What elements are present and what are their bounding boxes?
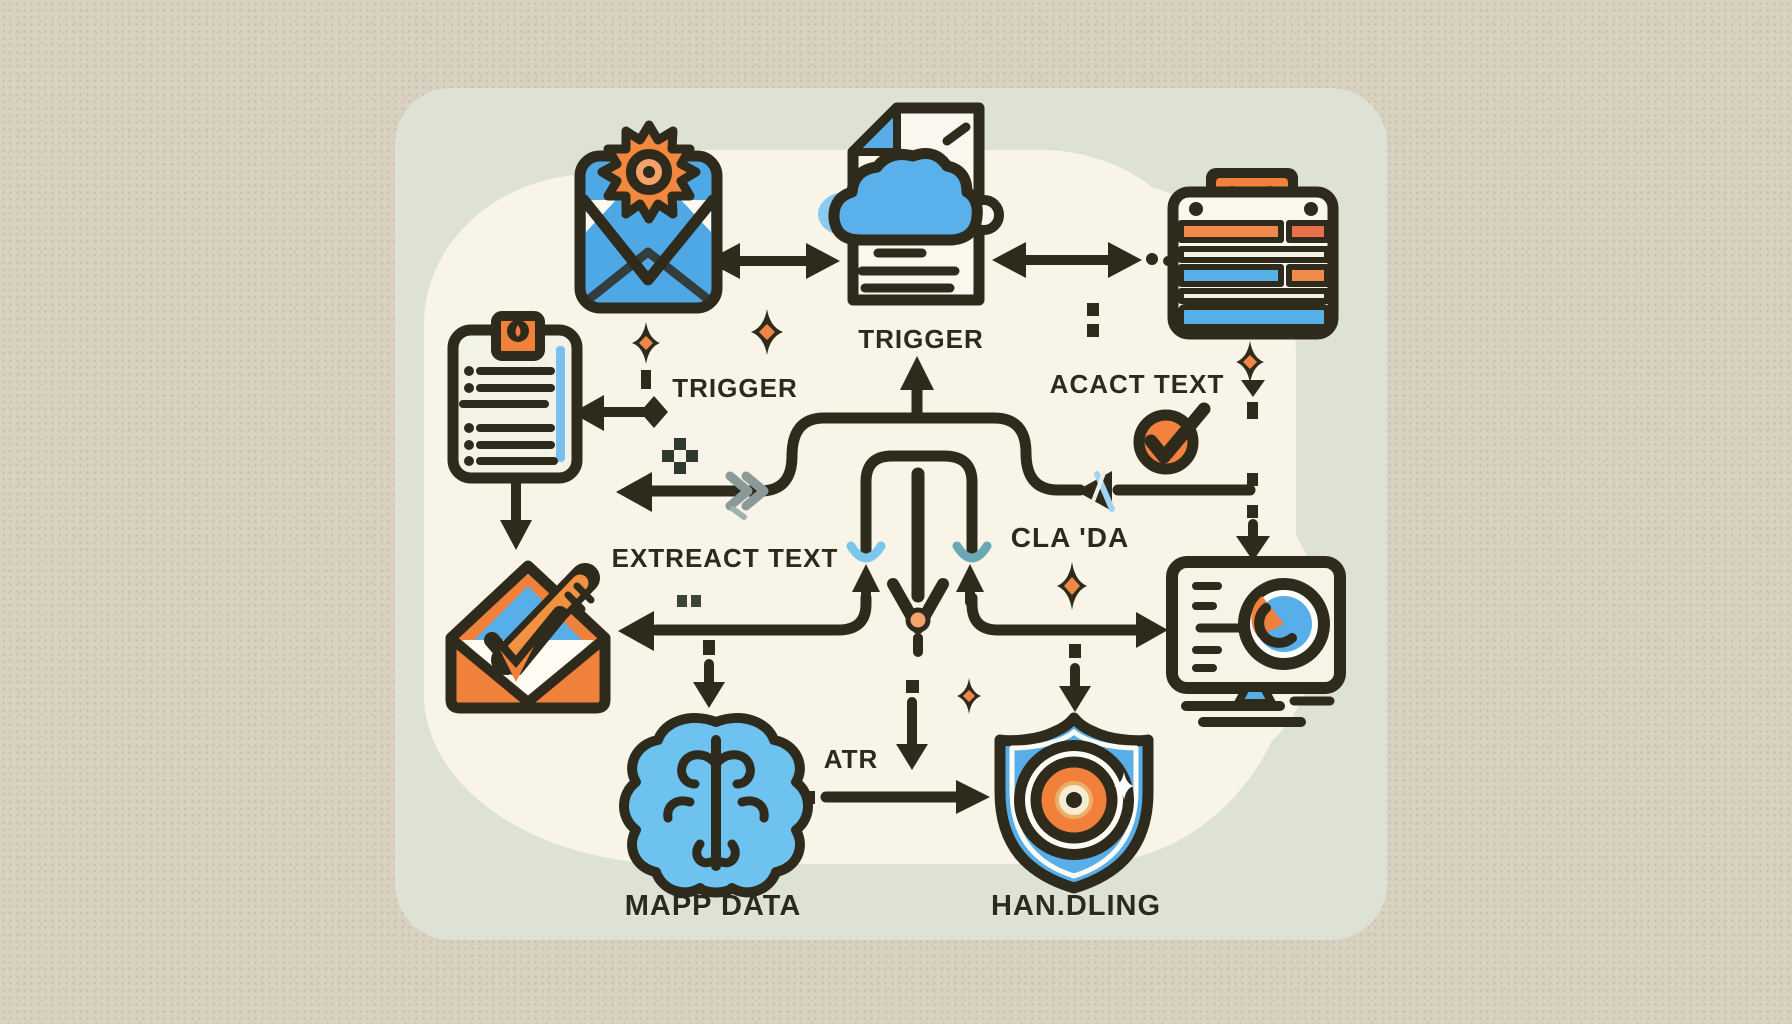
arrow-clipboard-down [500,477,532,550]
arrow-sparkle-slash [1090,471,1115,512]
double-arrow-document-server [992,242,1173,278]
atr-arrow [802,780,990,814]
label-trigger-left: TRIGGER [672,373,798,403]
main-flow-line [646,382,1256,497]
branch-left-bottom [618,592,872,708]
arrow-to-clipboard [572,370,668,431]
colon-dots-server [1087,303,1099,337]
checkmark-circle-icon [1133,402,1211,475]
document-cloud-icon [818,102,1004,306]
label-cla-ida: CLA 'DA [1010,522,1130,553]
label-handling: HAN.DLING [990,890,1162,922]
label-atr: ATR [823,744,879,774]
label-trigger-document: TRIGGER [858,324,984,354]
email-burst-icon [574,120,723,314]
label-mapp-data: MAPP DATA [624,890,802,922]
chevron-double-icon [725,471,769,520]
branch-right-bottom [966,592,1168,712]
central-plumb-arrow [887,467,949,657]
label-acact-text: ACACT TEXT [1049,369,1225,399]
plus-sparkle-icon [662,438,698,474]
label-extreact-text: EXTREACT TEXT [611,543,839,573]
brain-icon [619,713,813,898]
server-icon [1167,168,1339,340]
shield-target-icon [994,712,1154,894]
dash-dots-left [677,595,701,607]
dashed-drop-monitor [1236,380,1270,561]
monitor-search-icon [1166,556,1346,727]
drop-arrow-center [896,680,928,770]
sparkle-icon [632,309,1264,714]
double-arrow-email-document [706,243,840,279]
clipboard-icon [447,311,583,484]
email-pencil-icon [445,560,611,714]
